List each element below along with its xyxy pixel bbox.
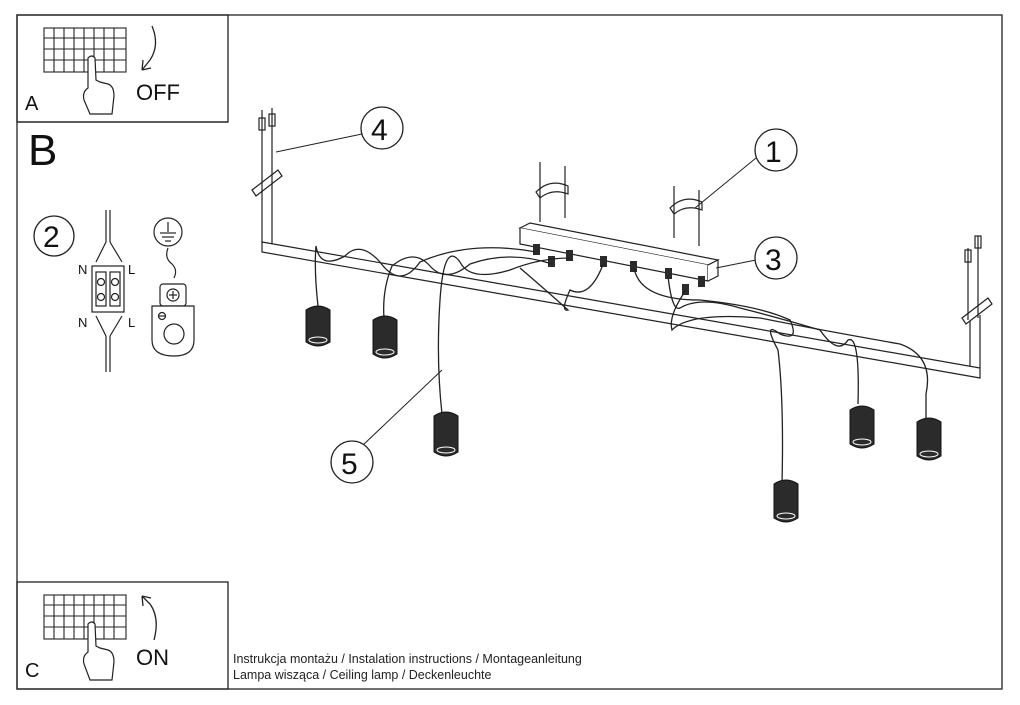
canopy-bracket-left xyxy=(535,162,569,222)
footer-product-name: Lampa wisząca / Ceiling lamp / Deckenleu… xyxy=(233,668,492,682)
lamp-shade-6 xyxy=(916,417,942,461)
callout-5: 5 xyxy=(330,440,374,484)
right-ceiling-mount xyxy=(961,235,993,325)
frame xyxy=(16,14,1003,690)
lamp-rail xyxy=(261,190,981,379)
lamp-shades xyxy=(305,305,942,523)
lamp-shade-5 xyxy=(849,405,875,449)
hand-icon-on xyxy=(82,621,115,681)
panel-c-letter: C xyxy=(25,660,39,682)
callout-4-label: 4 xyxy=(371,114,388,147)
panel-a: A OFF xyxy=(25,25,180,115)
panel-c: C ON xyxy=(25,594,169,682)
lamp-shade-3 xyxy=(433,411,459,457)
footer-instructions-title: Instrukcja montażu / Instalation instruc… xyxy=(233,652,582,666)
terminal-label-l-top: L xyxy=(128,262,135,277)
ceiling-lamp-diagram xyxy=(251,108,993,523)
ground-clamp-icon xyxy=(151,283,195,357)
ceiling-canopy xyxy=(518,222,720,282)
callout-5-label: 5 xyxy=(341,448,358,481)
switch-on-arrow-icon xyxy=(141,595,157,641)
lamp-shade-4 xyxy=(773,479,799,523)
lamp-shade-1 xyxy=(305,305,331,347)
lamp-shade-rims xyxy=(308,336,939,520)
callout-1: 1 xyxy=(754,128,798,172)
breaker-panel-icon-on xyxy=(43,594,127,640)
terminal-label-l-bottom: L xyxy=(128,315,135,330)
step-2-badge xyxy=(33,215,75,257)
on-label: ON xyxy=(136,645,169,670)
panel-a-letter: A xyxy=(25,93,39,115)
canopy-cable-glands xyxy=(533,244,705,295)
terminal-block xyxy=(91,210,125,372)
panel-b-letter: B xyxy=(28,126,57,175)
wiring-diagram: 2 N L N L xyxy=(33,210,195,372)
switch-off-arrow-icon xyxy=(141,25,157,71)
draped-cables xyxy=(314,245,929,485)
canopy-bracket-right xyxy=(669,186,703,246)
callout-leaders xyxy=(275,133,757,447)
footer-caption: Instrukcja montażu / Instalation instruc… xyxy=(233,651,582,683)
lamp-shade-2 xyxy=(372,315,398,359)
callout-3: 3 xyxy=(754,236,798,280)
breaker-panel-icon xyxy=(43,27,127,73)
hand-icon xyxy=(82,55,115,115)
step-2-number: 2 xyxy=(43,221,60,254)
callout-3-label: 3 xyxy=(765,244,782,277)
callout-1-label: 1 xyxy=(765,136,782,169)
off-label: OFF xyxy=(136,80,180,105)
left-ceiling-mount xyxy=(251,108,283,197)
callout-4: 4 xyxy=(360,106,404,150)
earth-ground-icon xyxy=(153,217,183,279)
terminal-label-n-top: N xyxy=(78,262,87,277)
terminal-label-n-bottom: N xyxy=(78,315,87,330)
